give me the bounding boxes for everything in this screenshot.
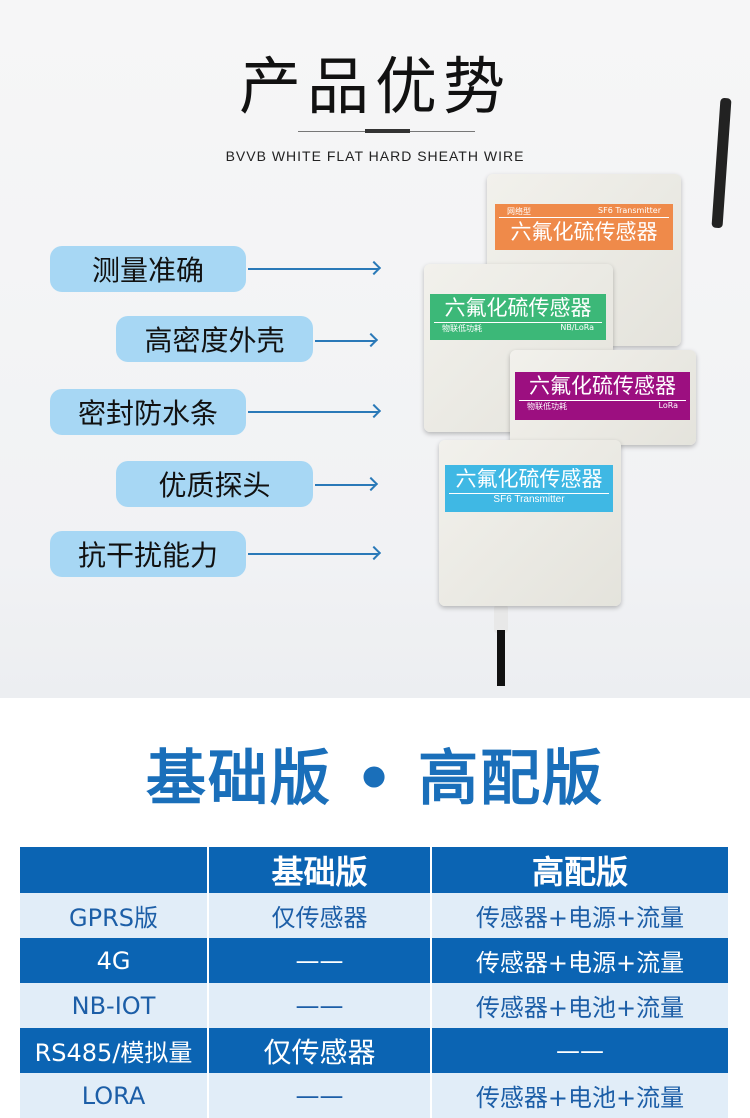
feature-pill: 测量准确 [50,246,246,292]
table-row: LORA——传感器+电池+流量 [20,1073,728,1118]
feature-pill: 抗干扰能力 [50,531,246,577]
table-row: 4G——传感器+电源+流量 [20,938,728,983]
arrow-icon [315,484,375,486]
table-row: NB-IOT——传感器+电池+流量 [20,983,728,1028]
version-comparison-table: 基础版 高配版 GPRS版仅传感器传感器+电源+流量 4G——传感器+电源+流量… [18,847,730,1118]
table-row: RS485/模拟量仅传感器—— [20,1028,728,1073]
arrow-icon [248,268,378,270]
cable-gland [494,605,508,633]
device-blue: 六氟化硫传感器 SF6 Transmitter [439,440,621,606]
divider-accent [365,129,410,133]
feature-pill: 高密度外壳 [116,316,313,362]
cable [497,630,505,686]
feature-pill: 密封防水条 [50,389,246,435]
arrow-icon [315,340,375,342]
arrow-icon [248,553,378,555]
feature-pill: 优质探头 [116,461,313,507]
page-title: 产品优势 [238,50,511,123]
subtitle: BVVB WHITE FLAT HARD SHEATH WIRE [225,148,525,164]
table-row: GPRS版仅传感器传感器+电源+流量 [20,893,728,938]
versions-heading: 基础版 • 高配版 [145,744,605,814]
arrow-icon [248,411,378,413]
table-header: 基础版 高配版 [20,847,728,893]
